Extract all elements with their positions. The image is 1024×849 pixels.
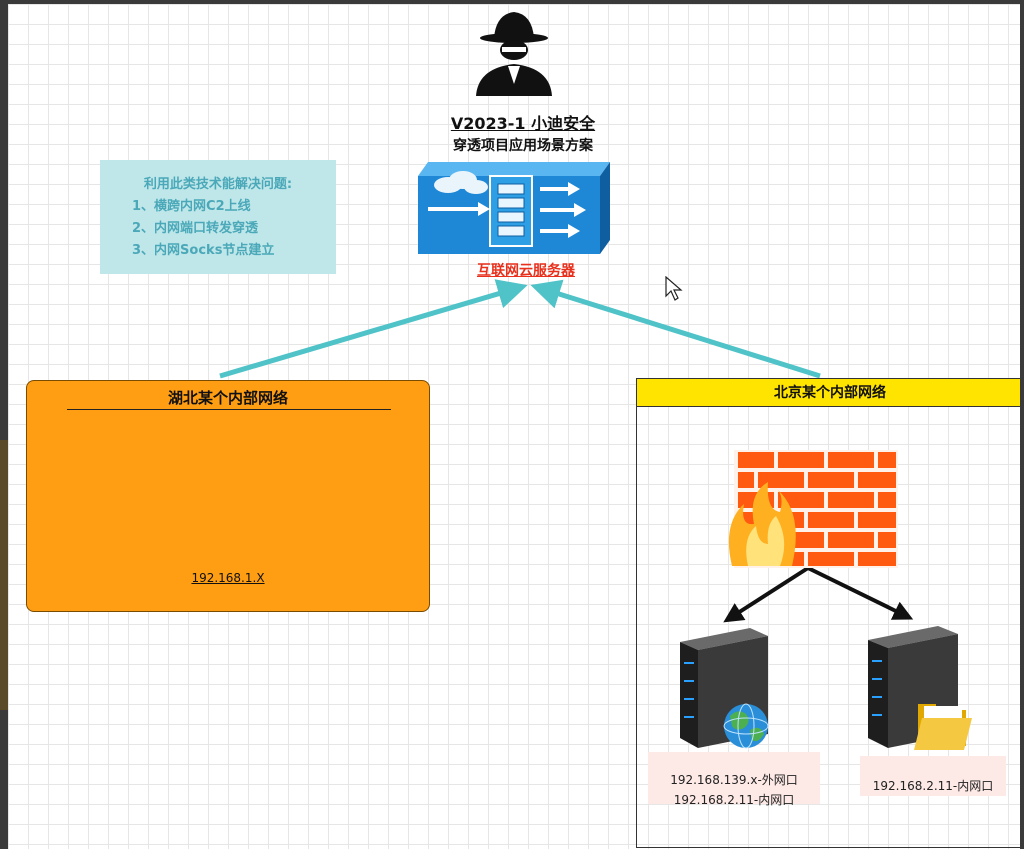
diagram-canvas: V2023-1 小迪安全 穿透项目应用场景方案 利用此类技术能解决问题: 1、横… xyxy=(8,4,1020,849)
server1-label-line: 192.168.139.x-外网口 xyxy=(670,773,798,787)
hacker-icon xyxy=(476,12,552,96)
window-edge-strip xyxy=(0,440,8,710)
hubei-ip-label: 192.168.1.X xyxy=(191,571,265,585)
beijing-to-cloud-arrow xyxy=(530,279,821,379)
info-box: 利用此类技术能解决问题: 1、横跨内网C2上线 2、内网端口转发穿透 3、内网S… xyxy=(100,160,336,274)
server2-label-line: 192.168.2.11-内网口 xyxy=(872,779,994,793)
globe-icon xyxy=(723,703,769,749)
beijing-network-title: 北京某个内部网络 xyxy=(637,379,1020,407)
cursor-icon xyxy=(665,276,683,301)
server1-label-line: 192.168.2.11-内网口 xyxy=(673,793,795,807)
firewall-to-server2-arrow xyxy=(807,566,914,620)
info-box-item: 2、内网端口转发穿透 xyxy=(132,221,259,236)
diagram-subtitle: 穿透项目应用场景方案 xyxy=(453,138,593,154)
diagram-title: V2023-1 小迪安全 xyxy=(450,114,596,133)
info-box-item: 3、内网Socks节点建立 xyxy=(132,243,275,258)
hubei-title-rule xyxy=(67,409,391,410)
hubei-network-title: 湖北某个内部网络 xyxy=(167,389,288,407)
info-box-item: 1、横跨内网C2上线 xyxy=(132,199,251,214)
hubei-network-box: 湖北某个内部网络 192.168.1.X xyxy=(26,380,430,612)
firewall-icon xyxy=(728,450,898,568)
folder-icon xyxy=(914,704,972,750)
firewall-to-server1-arrow xyxy=(723,566,810,623)
server1-label-box: 192.168.139.x-外网口 192.168.2.11-内网口 xyxy=(648,752,820,807)
cloud-server-icon xyxy=(418,162,610,254)
hubei-to-cloud-arrow xyxy=(219,279,528,379)
info-box-heading: 利用此类技术能解决问题: xyxy=(143,177,293,192)
cloud-server-label: 互联网云服务器 xyxy=(477,263,575,279)
beijing-network-box: 北京某个内部网络 xyxy=(636,378,1020,848)
server2-label-box: 192.168.2.11-内网口 xyxy=(860,756,1006,796)
